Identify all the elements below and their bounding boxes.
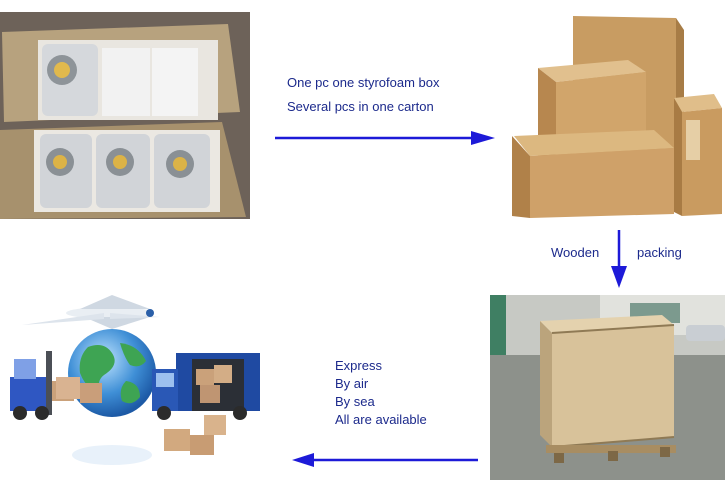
arrow-left-icon	[292, 453, 478, 467]
option-all-available: All are available	[335, 412, 427, 427]
option-express: Express	[335, 358, 382, 373]
caption-line-carton: Several pcs in one carton	[287, 99, 434, 114]
caption-line-styrofoam: One pc one styrofoam box	[287, 75, 440, 90]
logistics-illustration	[0, 285, 275, 485]
airplane-icon	[22, 295, 160, 329]
option-by-sea: By sea	[335, 394, 375, 409]
wooden-crate-photo	[490, 295, 725, 480]
truck-icon	[152, 353, 260, 420]
wooden-label: Wooden	[551, 245, 600, 260]
packing-label: packing	[637, 245, 682, 260]
option-by-air: By air	[335, 376, 369, 391]
arrow-down-icon	[611, 230, 627, 288]
packing-caption: One pc one styrofoam box Several pcs in …	[287, 74, 487, 116]
cardboard-boxes-photo	[508, 12, 725, 222]
arrow-right-icon	[275, 131, 495, 145]
shipping-options: Express By air By sea All are available	[335, 357, 475, 429]
styrofoam-carton-photo	[0, 12, 250, 219]
